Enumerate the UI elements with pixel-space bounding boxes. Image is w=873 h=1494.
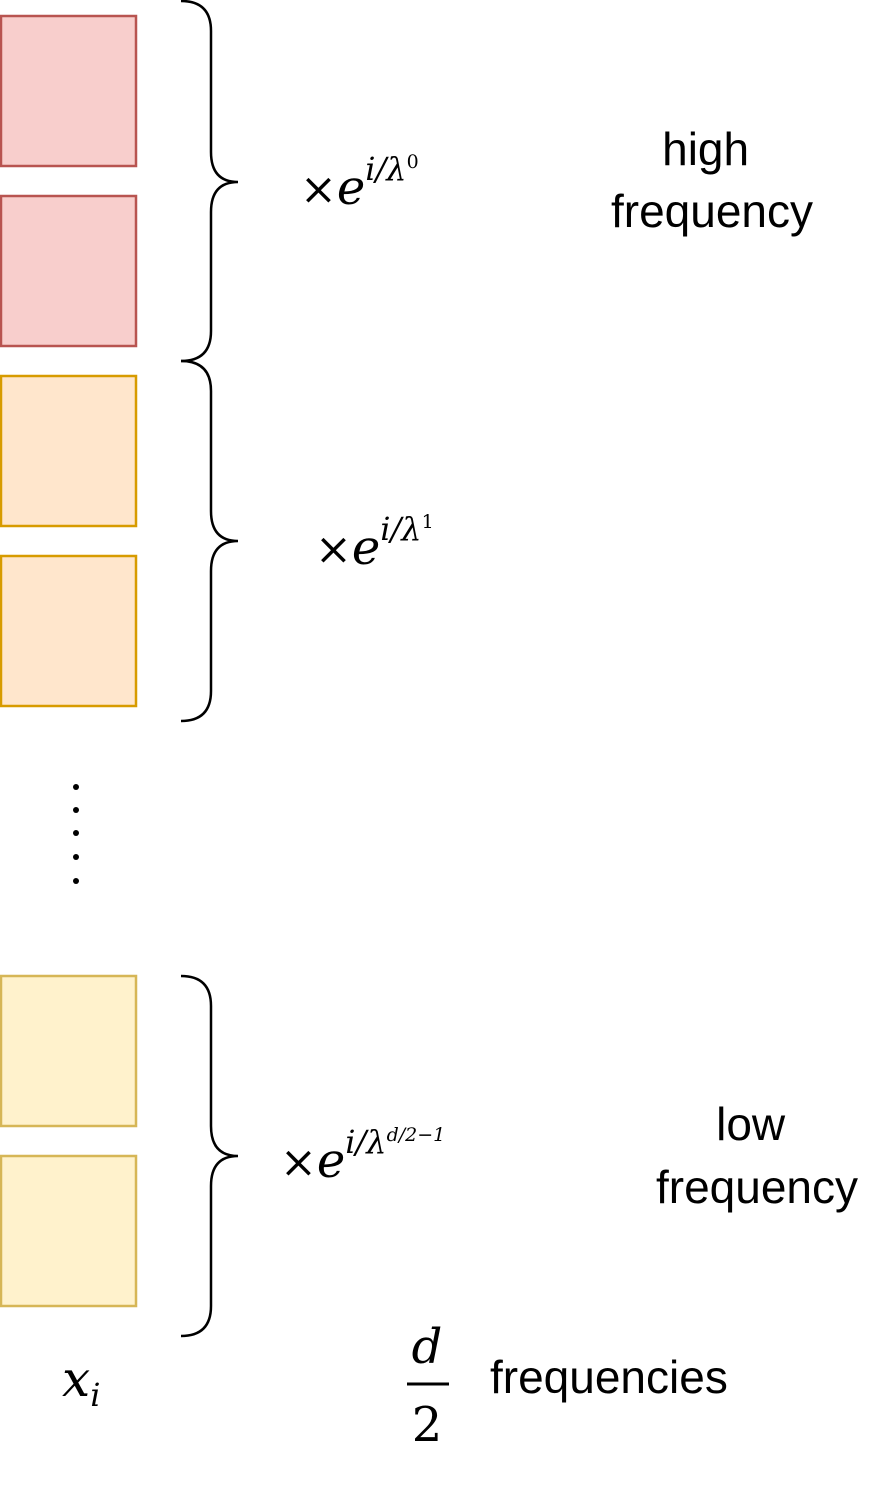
block-6 — [0, 1154, 138, 1308]
high-frequency-label: high frequency — [611, 123, 813, 237]
ellipsis-dots — [73, 784, 79, 884]
block-1 — [0, 14, 138, 168]
count-denominator: 2 — [412, 1397, 443, 1453]
count-numerator: d — [412, 1319, 443, 1375]
brace-3 — [180, 974, 239, 1338]
block-5 — [0, 974, 138, 1128]
frequencies-label: frequencies — [490, 1351, 728, 1403]
low-frequency-label: low frequency — [656, 1098, 858, 1213]
brace-2 — [180, 359, 239, 723]
multiplier-1: ×ei/λ0 — [300, 150, 419, 216]
block-3 — [0, 374, 138, 528]
brace-1 — [180, 0, 239, 363]
block-2 — [0, 194, 138, 348]
multiplier-3: ×ei/λd/2−1 — [280, 1123, 445, 1189]
block-4 — [0, 554, 138, 708]
multiplier-2: ×ei/λ1 — [315, 510, 434, 576]
input-vector-label: xi — [62, 1350, 100, 1414]
